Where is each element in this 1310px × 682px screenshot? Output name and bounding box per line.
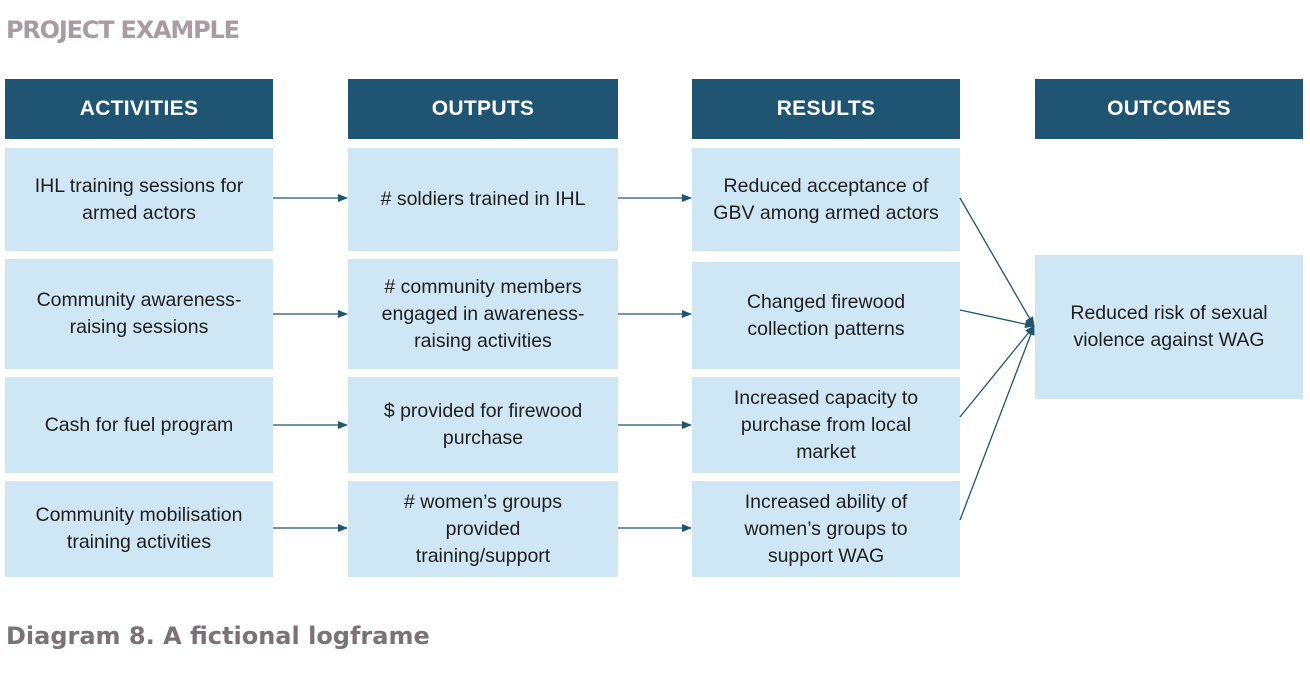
- outcomes-header: OUTCOMES: [1035, 79, 1303, 139]
- activity-box-4: Community mobilisation training activiti…: [5, 481, 273, 577]
- outcome-text: Reduced risk of sexual violence against …: [1070, 302, 1268, 351]
- activity-box-1: IHL training sessions for armed actors: [5, 148, 273, 251]
- activity-text-4: Community mobilisation training activiti…: [35, 504, 243, 553]
- result-text-3: Increased capacity to purchase from loca…: [733, 386, 919, 463]
- result-box-2: Changed firewood collection patterns: [692, 262, 960, 369]
- output-box-1: # soldiers trained in IHL: [348, 148, 618, 251]
- activity-text-3: Cash for fuel program: [44, 413, 234, 436]
- results-header: RESULTS: [692, 79, 960, 139]
- output-box-4: # women’s groups provided training/suppo…: [348, 481, 618, 577]
- activity-text-2: Community awareness-raising sessions: [36, 289, 242, 338]
- output-text-4: # women’s groups provided training/suppo…: [404, 490, 562, 567]
- outcome-box: Reduced risk of sexual violence against …: [1035, 255, 1303, 399]
- project-example-label: PROJECT EXAMPLE: [6, 16, 240, 44]
- activity-text-1: IHL training sessions for armed actors: [34, 174, 244, 224]
- arrow-result-outcome-3: [959, 325, 1035, 418]
- result-box-1: Reduced acceptance of GBV among armed ac…: [692, 148, 960, 251]
- activity-box-2: Community awareness-raising sessions: [5, 259, 273, 369]
- output-box-3: $ provided for firewood purchase: [348, 377, 618, 473]
- output-text-2: # community members engaged in awareness…: [381, 275, 585, 352]
- result-box-4: Increased ability of women’s groups to s…: [692, 481, 960, 577]
- output-text-3: $ provided for firewood purchase: [383, 400, 583, 449]
- outputs-header: OUTPUTS: [348, 79, 618, 139]
- activity-box-3: Cash for fuel program: [5, 377, 273, 473]
- activities-header: ACTIVITIES: [5, 79, 273, 139]
- arrow-result-outcome-4: [959, 325, 1035, 521]
- arrow-result-outcome-1: [959, 197, 1035, 327]
- arrow-result-outcome-2: [959, 309, 1035, 329]
- diagram-caption: Diagram 8. A fictional logframe: [6, 622, 430, 650]
- result-text-4: Increased ability of women’s groups to s…: [744, 490, 908, 567]
- output-text-1: # soldiers trained in IHL: [380, 188, 586, 210]
- result-text-2: Changed firewood collection patterns: [746, 290, 906, 340]
- output-box-2: # community members engaged in awareness…: [348, 259, 618, 369]
- result-text-1: Reduced acceptance of GBV among armed ac…: [713, 174, 939, 224]
- result-box-3: Increased capacity to purchase from loca…: [692, 377, 960, 473]
